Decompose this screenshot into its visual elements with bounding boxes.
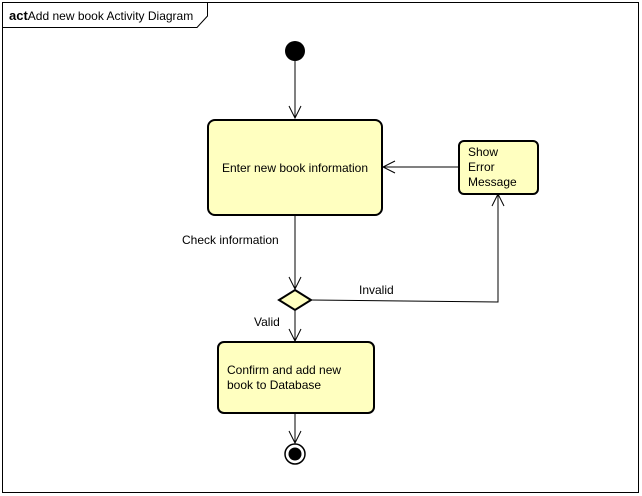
- edge-label-valid: Valid: [254, 315, 280, 329]
- initial-node: [285, 41, 305, 61]
- edge-decision-to-error: [310, 194, 499, 303]
- action-enter-book-information-label: Enter new book information: [222, 161, 368, 175]
- arrowhead-final: [288, 430, 302, 445]
- decision-node: [277, 288, 313, 312]
- frame-title-text: Add new book Activity Diagram: [28, 9, 193, 23]
- edge-label-check-information: Check information: [182, 233, 279, 247]
- arrowhead-enter-info: [288, 105, 302, 120]
- final-node: [284, 443, 306, 465]
- action-show-error-message-label: Show Error Message: [468, 145, 517, 189]
- action-confirm-add-book: [217, 341, 375, 414]
- edge-label-invalid: Invalid: [359, 283, 394, 297]
- action-confirm-add-book-label: Confirm and add new book to Database: [227, 363, 344, 392]
- arrowhead-error-to-enter-info: [381, 160, 396, 174]
- arrowhead-error: [491, 192, 505, 207]
- frame-title: actAdd new book Activity Diagram: [9, 8, 193, 23]
- frame-keyword: act: [9, 8, 28, 23]
- frame-title-tab: [2, 2, 208, 28]
